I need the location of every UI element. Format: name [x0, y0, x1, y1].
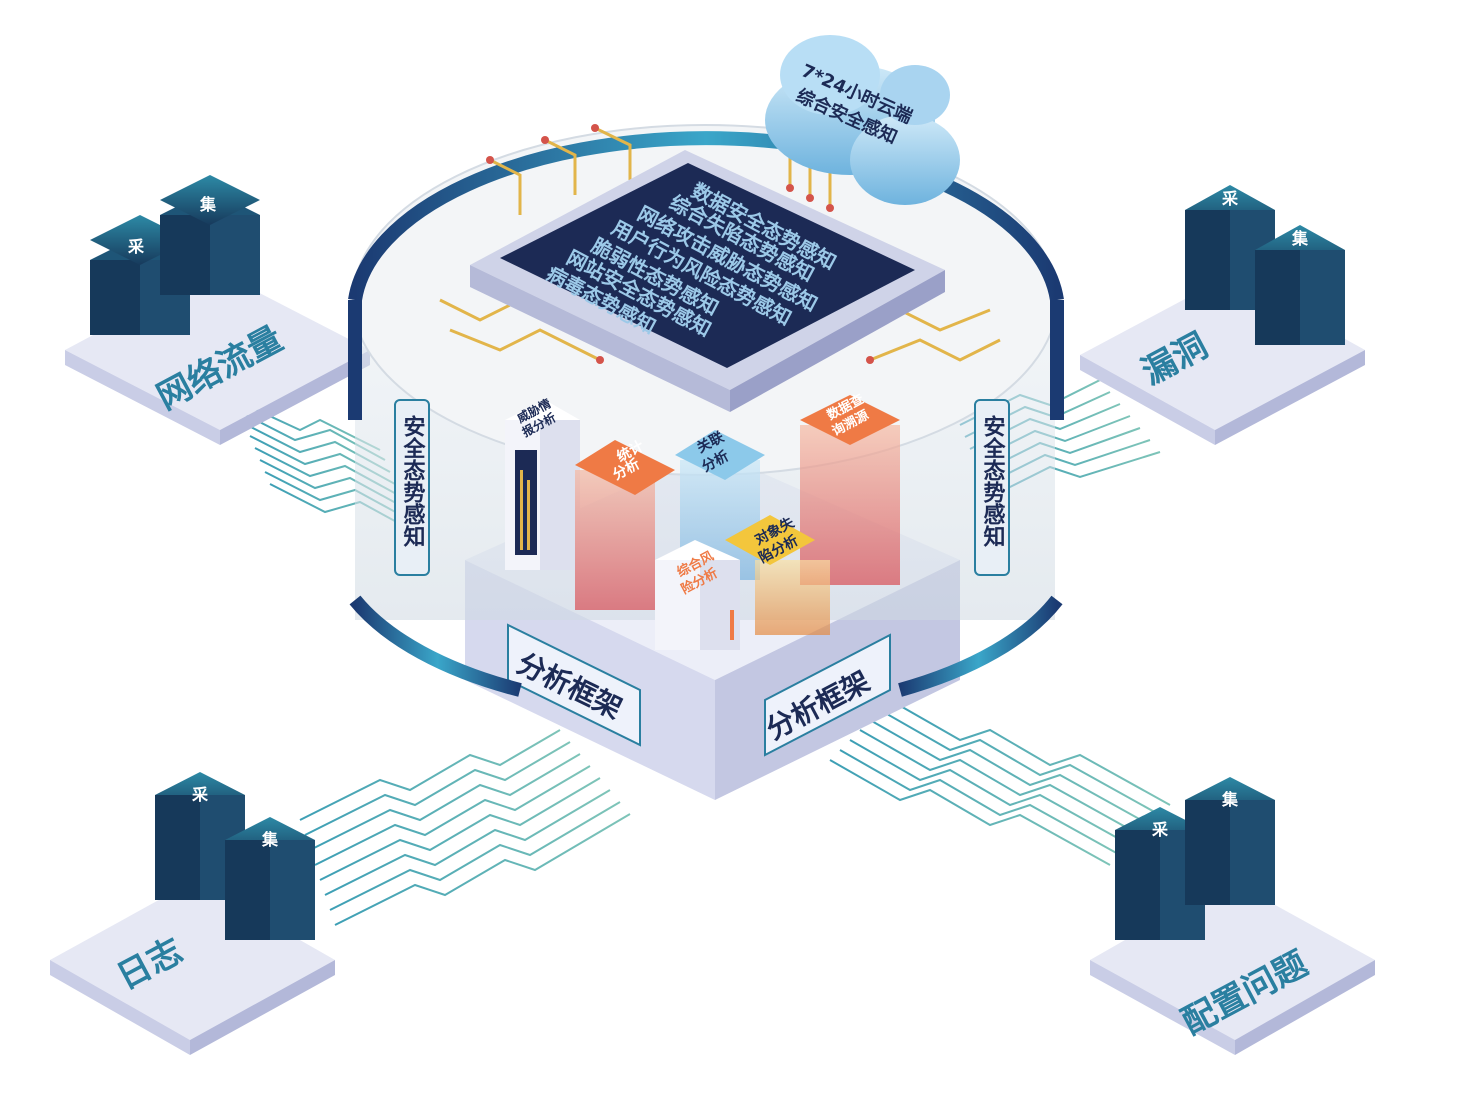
situation-screen [470, 150, 945, 412]
ring-label-left: 安全态势感知 [400, 414, 427, 548]
module-data-query: 数据查 询溯源 [800, 391, 900, 585]
cloud-icon: 7*24小时云端 综合安全感知 [765, 35, 960, 205]
source-top-right: 采 集 漏洞 [1080, 185, 1365, 445]
ring-label-right: 安全态势感知 [980, 414, 1007, 548]
module-composite-risk: 综合风 险分析 [655, 540, 740, 650]
server-tag-collect: 采 [1151, 820, 1168, 839]
ring-label-right-box: 安全态势感知 [974, 399, 1010, 576]
server-tag-gather: 集 [261, 830, 279, 849]
analysis-modules: 威胁情 报分析 统计 分析 关联 分析 数据查 询溯源 对象失 [505, 391, 900, 650]
data-lines-bottom-right [829, 699, 1171, 866]
server-stack [155, 772, 315, 940]
server-stack [1115, 777, 1275, 940]
server-tag-collect: 采 [191, 785, 208, 804]
module-object-compromise: 对象失 陷分析 [725, 513, 830, 635]
data-lines-top-left [234, 399, 416, 533]
module-stats: 统计 分析 [575, 437, 675, 610]
data-lines-bottom-left [299, 729, 631, 926]
server-stack [1185, 185, 1345, 345]
server-tag-gather: 集 [199, 195, 217, 214]
server-tag-gather: 集 [1291, 229, 1309, 248]
ring-label-left-box: 安全态势感知 [394, 399, 430, 576]
server-stack [90, 175, 260, 335]
source-bottom-right: 采 集 配置问题 [1090, 777, 1375, 1055]
security-ring: 安全态势感知 安全态势感知 [348, 131, 1064, 697]
source-bottom-left: 采 集 日志 [50, 772, 335, 1055]
module-threat-intel: 威胁情 报分析 [505, 395, 580, 570]
server-tag-gather: 集 [1221, 790, 1239, 809]
server-tag-collect: 采 [127, 237, 144, 256]
server-tag-collect: 采 [1221, 189, 1238, 208]
source-top-left: 采 集 网络流量 [65, 175, 370, 445]
